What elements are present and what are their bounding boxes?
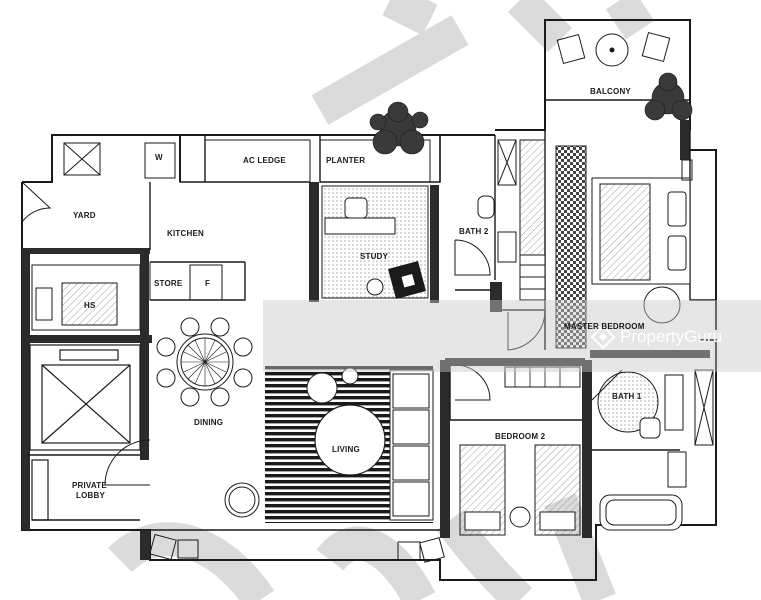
bottom-seating: [149, 533, 445, 563]
dining-table: [156, 317, 253, 407]
label-store: STORE: [154, 279, 183, 288]
watermark-band: [263, 300, 761, 372]
label-lobby: LOBBY: [76, 491, 105, 500]
label-balcony: BALCONY: [590, 87, 631, 96]
label-planter: PLANTER: [326, 156, 366, 165]
lift-shaft: [29, 344, 141, 521]
label-bath2: BATH 2: [459, 227, 489, 236]
study-furniture: [321, 185, 429, 299]
bath1-fixtures: [597, 369, 714, 531]
label-ac-ledge: AC LEDGE: [243, 156, 286, 165]
label-kitchen: KITCHEN: [167, 229, 204, 238]
watermark-brand: PropertyGuru: [620, 327, 723, 346]
store-fridge: [149, 262, 223, 301]
thick-walls: [22, 120, 710, 560]
label-bedroom2: BEDROOM 2: [495, 432, 546, 441]
yard-appliances: [63, 139, 431, 183]
balcony-furniture: [556, 31, 671, 67]
bath2-fixtures: [477, 139, 546, 301]
label-dining: DINING: [194, 418, 224, 427]
watermark-strokes: [107, 0, 655, 600]
label-f: F: [205, 279, 211, 288]
master-bedroom-furniture: [555, 145, 693, 349]
label-bath1: BATH 1: [612, 392, 642, 401]
bedroom2-furniture: [459, 366, 581, 536]
hs-shelter: [31, 264, 141, 331]
living-furniture: [224, 365, 434, 523]
label-private: PRIVATE: [72, 481, 107, 490]
label-living: LIVING: [332, 445, 360, 454]
label-master-bedroom: MASTER BEDROOM: [564, 322, 645, 331]
label-study: STUDY: [360, 252, 389, 261]
propertyguru-logo-icon: [590, 324, 616, 350]
label-hs: HS: [84, 301, 96, 310]
label-w: W: [155, 153, 163, 162]
plants: [369, 72, 693, 155]
label-yard: YARD: [73, 211, 96, 220]
